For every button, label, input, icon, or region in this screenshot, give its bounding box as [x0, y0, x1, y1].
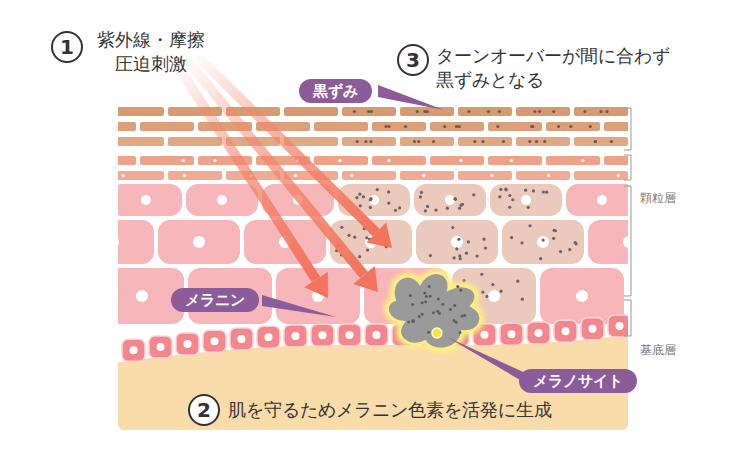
stimulus-arrows	[175, 54, 392, 298]
node-text: 3	[406, 50, 420, 70]
leader-lines	[262, 85, 532, 387]
layer-brackets	[624, 108, 631, 336]
callout-number: 1	[51, 31, 83, 63]
callout-number: 3	[397, 44, 429, 76]
node-text: 2	[197, 400, 211, 420]
node-text: 1	[60, 37, 74, 57]
skin-layers	[118, 107, 628, 430]
melanocyte	[388, 273, 481, 348]
node-text: メラニン	[185, 291, 245, 309]
node-text: 黒ずみ	[313, 82, 358, 100]
tag-label: 黒ずみ	[299, 79, 372, 103]
step-text: 肌を守るためメラニン色素を活発に生成	[228, 398, 552, 422]
callout-number: 2	[188, 394, 220, 426]
layer-name: 基底層	[640, 342, 676, 358]
dermis	[118, 334, 628, 430]
stimulus-text: 紫外線・摩擦 圧迫刺激	[92, 28, 210, 77]
step-text: ターンオーバーが間に合わず 黒ずみとなる	[436, 44, 686, 93]
tag-label: メラノサイト	[519, 369, 637, 393]
node-text: メラノサイト	[533, 372, 623, 390]
layer-name: 顆粒層	[640, 190, 676, 206]
tag-label: メラニン	[171, 288, 259, 312]
